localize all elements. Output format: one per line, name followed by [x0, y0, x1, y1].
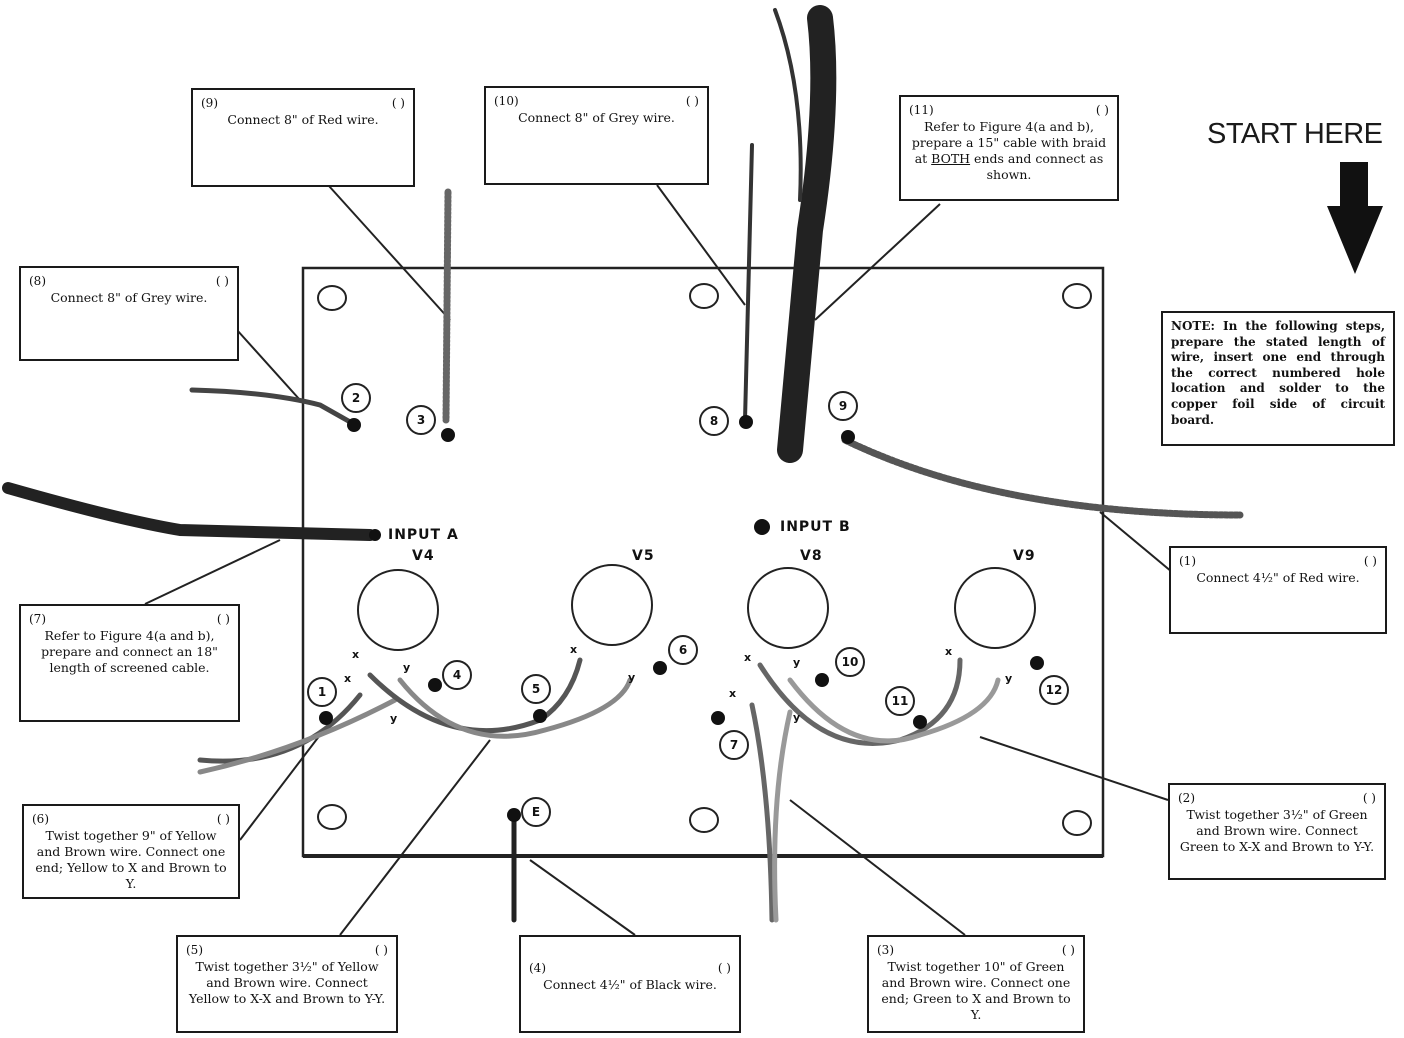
hole-marker-4: 4 [442, 660, 472, 690]
pin-letter-y: y [628, 671, 636, 684]
hole-marker-11: 11 [885, 686, 915, 716]
hole-marker-2: 2 [341, 383, 371, 413]
step-4-box: (4) ( ) Connect 4½" of Black wire. [519, 935, 741, 1033]
pin-letter-y: y [793, 656, 801, 669]
pin-letter-x: x [729, 687, 737, 700]
step-number: (10) [494, 94, 519, 108]
hole-marker-7: 7 [719, 730, 749, 760]
step-checkbox[interactable]: ( ) [1061, 943, 1075, 957]
step-checkbox[interactable]: ( ) [215, 274, 229, 288]
step-text: Connect 8" of Grey wire. [50, 289, 208, 305]
input-b-label: INPUT B [780, 519, 851, 535]
hole-marker-12: 12 [1039, 675, 1069, 705]
step-6-box: (6) ( ) Twist together 9" of Yellow and B… [22, 804, 240, 899]
step-checkbox[interactable]: ( ) [1095, 103, 1109, 117]
step-number: (6) [32, 812, 49, 826]
step-7-box: (7) ( ) Refer to Figure 4(a and b), prepa… [19, 604, 240, 722]
step-number: (3) [877, 943, 894, 957]
pin-letter-x: x [344, 672, 352, 685]
leader-lines [144, 184, 1173, 936]
circuit-board [301, 266, 1105, 858]
step-text: Twist together 3½" of Yellow and Brown w… [188, 958, 386, 1007]
step-10-box: (10) ( ) Connect 8" of Grey wire. [484, 86, 709, 185]
hole-marker-5: 5 [521, 674, 551, 704]
step-checkbox[interactable]: ( ) [216, 612, 230, 626]
step-checkbox[interactable]: ( ) [685, 94, 699, 108]
pin-letter-y: y [403, 661, 411, 674]
step-text: Twist together 3½" of Green and Brown wi… [1179, 806, 1375, 855]
step-11-box: (11) ( ) Refer to Figure 4(a and b), prep… [899, 95, 1119, 201]
pin-letter-x: x [945, 645, 953, 658]
step-number: (9) [201, 96, 218, 110]
step-number: (1) [1179, 554, 1196, 568]
step-number: (8) [29, 274, 46, 288]
v5-label: V5 [632, 548, 655, 564]
pin-letter-x: x [744, 651, 752, 664]
step-number: (4) [529, 961, 546, 975]
step-number: (11) [909, 103, 934, 117]
step-text: Twist together 10" of Green and Brown wi… [881, 958, 1071, 1023]
step-checkbox[interactable]: ( ) [391, 96, 405, 110]
step-text: Connect 4½" of Red wire. [1196, 569, 1360, 585]
hole-marker-10: 10 [835, 647, 865, 677]
v4-label: V4 [412, 548, 435, 564]
step-checkbox[interactable]: ( ) [374, 943, 388, 957]
step-number: (7) [29, 612, 46, 626]
hole-marker-e: E [521, 797, 551, 827]
step-3-box: (3) ( ) Twist together 10" of Green and B… [867, 935, 1085, 1033]
hole-marker-6: 6 [668, 635, 698, 665]
step-8-box: (8) ( ) Connect 8" of Grey wire. [19, 266, 239, 361]
socket-v8 [747, 567, 829, 649]
v8-label: V8 [800, 548, 823, 564]
step-number: (2) [1178, 791, 1195, 805]
emphasis-both: BOTH [931, 151, 971, 167]
hole-marker-9: 9 [828, 391, 858, 421]
v9-label: V9 [1013, 548, 1036, 564]
pin-letter-x: x [352, 648, 360, 661]
note-box: NOTE: In the following steps, prepare th… [1161, 311, 1395, 446]
input-a-label: INPUT A [388, 527, 459, 543]
hole-marker-1: 1 [307, 677, 337, 707]
wires [2, 5, 1244, 923]
pin-letter-y: y [390, 712, 398, 725]
step-text: Refer to Figure 4(a and b), prepare and … [41, 627, 218, 676]
step-1-box: (1) ( ) Connect 4½" of Red wire. [1169, 546, 1387, 634]
socket-v5 [571, 564, 653, 646]
hole-marker-8: 8 [699, 406, 729, 436]
step-checkbox[interactable]: ( ) [216, 812, 230, 826]
start-arrow-icon [1327, 162, 1383, 274]
step-text: Connect 8" of Grey wire. [518, 109, 675, 125]
step-checkbox[interactable]: ( ) [1363, 554, 1377, 568]
step-number: (5) [186, 943, 203, 957]
socket-v9 [954, 567, 1036, 649]
solder-points [319, 415, 1044, 822]
step-checkbox[interactable]: ( ) [717, 961, 731, 975]
step-text: Connect 4½" of Black wire. [543, 976, 717, 992]
hole-marker-3: 3 [406, 405, 436, 435]
tube-sockets [357, 564, 1036, 651]
start-here-label: START HERE [1207, 118, 1383, 150]
pin-letter-x: x [570, 643, 578, 656]
socket-v4 [357, 569, 439, 651]
pin-letter-y: y [1005, 672, 1013, 685]
step-text: Refer to Figure 4(a and b), prepare a 15… [911, 118, 1107, 183]
step-checkbox[interactable]: ( ) [1362, 791, 1376, 805]
step-2-box: (2) ( ) Twist together 3½" of Green and B… [1168, 783, 1386, 880]
pin-letter-y: y [793, 711, 801, 724]
step-text: Connect 8" of Red wire. [227, 111, 379, 127]
mounting-holes [317, 283, 1092, 836]
step-text: Twist together 9" of Yellow and Brown wi… [35, 827, 227, 892]
step-5-box: (5) ( ) Twist together 3½" of Yellow and … [176, 935, 398, 1033]
step-9-box: (9) ( ) Connect 8" of Red wire. [191, 88, 415, 187]
note-text: NOTE: In the following steps, prepare th… [1171, 319, 1385, 427]
